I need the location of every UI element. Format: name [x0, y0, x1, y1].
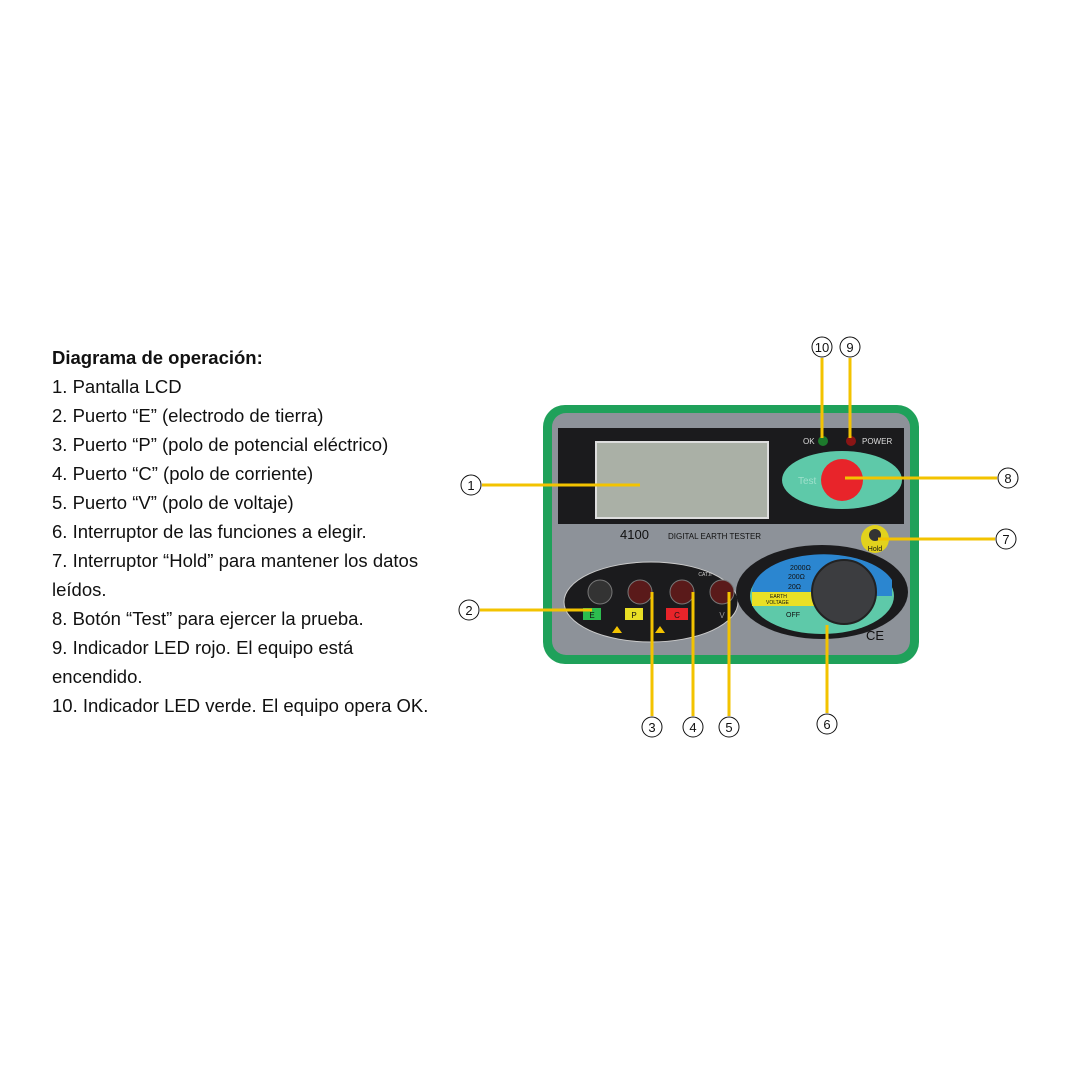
callout-7 — [995, 528, 1017, 550]
port-c[interactable] — [669, 579, 695, 605]
earth-voltage-band — [752, 592, 824, 606]
legend: Diagrama de operación: 1. Pantalla LCD 2… — [52, 343, 444, 720]
legend-title: Diagrama de operación: — [52, 347, 263, 368]
callout-9 — [839, 336, 861, 358]
callout-8 — [997, 467, 1019, 489]
led-ok-label: OK — [803, 437, 815, 446]
legend-item: 1. Pantalla LCD — [52, 376, 182, 397]
range-label: 20Ω — [788, 584, 801, 591]
led-red-icon — [846, 436, 856, 446]
legend-item: 4. Puerto “C” (polo de corriente) — [52, 463, 314, 484]
callout-4 — [682, 716, 704, 738]
warning-icon — [612, 626, 622, 633]
ce-mark: CE — [866, 628, 884, 643]
callout-10-label: 10 — [815, 340, 829, 355]
callout-8-label: 8 — [1004, 471, 1011, 486]
legend-item: 7. Interruptor “Hold” para mantener los … — [52, 550, 419, 600]
legend-item: 5. Puerto “V” (polo de voltaje) — [52, 492, 294, 513]
legend-item: 2. Puerto “E” (electrodo de tierra) — [52, 405, 324, 426]
legend-item: 6. Interruptor de las funciones a elegir… — [52, 521, 367, 542]
earth-label: EARTH — [770, 594, 787, 600]
model-name: DIGITAL EARTH TESTER — [668, 532, 761, 541]
port-p[interactable] — [627, 579, 653, 605]
callout-1-label: 1 — [467, 478, 474, 493]
port-c-label: C — [674, 611, 680, 620]
legend-item: 9. Indicador LED rojo. El equipo está en… — [52, 637, 354, 687]
callout-5 — [718, 716, 740, 738]
test-label: Test — [798, 476, 817, 487]
callout-6-label: 6 — [823, 717, 830, 732]
legend-item: 10. Indicador LED verde. El equipo opera… — [52, 695, 429, 716]
selector-knob[interactable] — [811, 559, 877, 625]
callout-1 — [460, 474, 482, 496]
voltage-label: VOLTAGE — [766, 600, 790, 606]
port-p-label: P — [631, 611, 636, 620]
callout-3 — [641, 716, 663, 738]
port-v-label: V — [719, 611, 725, 620]
hold-label: Hold — [868, 546, 883, 553]
led-power-label: POWER — [862, 437, 892, 446]
range-label: 2000Ω — [790, 565, 811, 572]
cat-label: CAT.II — [698, 572, 711, 578]
off-label: OFF — [786, 612, 800, 619]
led-green-icon — [818, 436, 828, 446]
callout-9-label: 9 — [846, 340, 853, 355]
range-label: 200Ω — [788, 574, 805, 581]
callout-lines — [480, 358, 997, 716]
lcd-screen — [595, 441, 769, 519]
port-e-label: E — [589, 611, 594, 620]
legend-item: 3. Puerto “P” (polo de potencial eléctri… — [52, 434, 389, 455]
callout-10 — [811, 336, 833, 358]
port-p-tag — [625, 608, 643, 620]
callout-4-label: 4 — [689, 720, 696, 735]
test-button[interactable] — [821, 459, 863, 501]
callout-2-label: 2 — [465, 603, 472, 618]
callout-2 — [458, 599, 480, 621]
port-c-tag — [666, 608, 688, 620]
callout-6 — [816, 713, 838, 735]
model-number: 4100 — [620, 527, 649, 542]
warning-icon — [655, 626, 665, 633]
port-e[interactable] — [587, 579, 613, 605]
callout-3-label: 3 — [648, 720, 655, 735]
callout-7-label: 7 — [1002, 532, 1009, 547]
legend-item: 8. Botón “Test” para ejercer la prueba. — [52, 608, 364, 629]
callout-5-label: 5 — [725, 720, 732, 735]
